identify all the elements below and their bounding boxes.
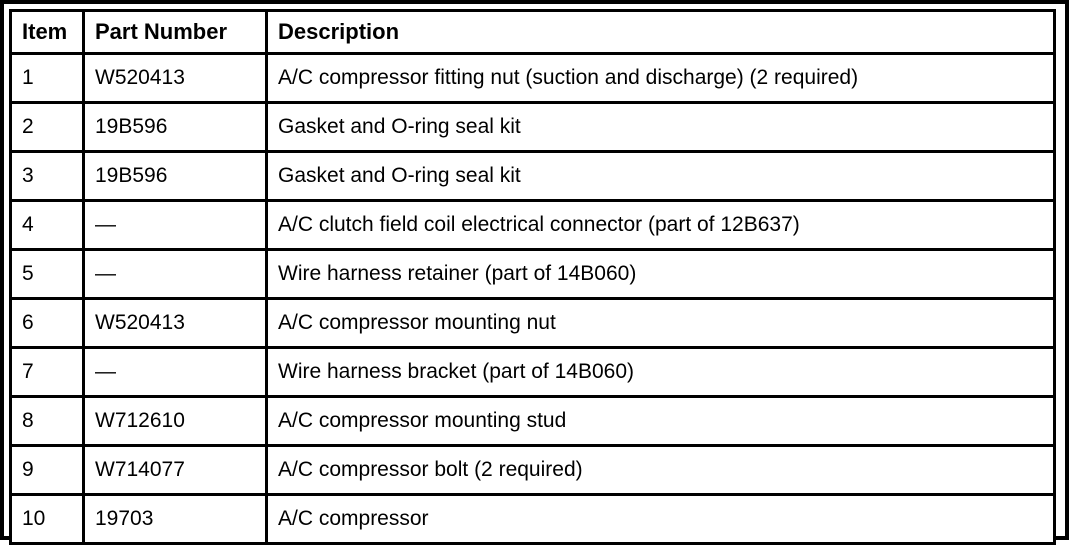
part-number-cell: — <box>82 346 268 398</box>
parts-table: Item Part Number Description 1 W520413 A… <box>9 9 1056 545</box>
description-cell: A/C clutch field coil electrical connect… <box>265 199 1056 251</box>
table-row: 1 W520413 A/C compressor fitting nut (su… <box>9 52 1056 104</box>
item-cell: 9 <box>9 444 85 496</box>
description-cell: A/C compressor mounting nut <box>265 297 1056 349</box>
part-number-cell: 19B596 <box>82 150 268 202</box>
table-header-row: Item Part Number Description <box>9 9 1056 55</box>
column-header-part-number: Part Number <box>82 9 268 55</box>
column-header-description: Description <box>265 9 1056 55</box>
table-row: 4 — A/C clutch field coil electrical con… <box>9 199 1056 251</box>
table-row: 6 W520413 A/C compressor mounting nut <box>9 297 1056 349</box>
description-cell: A/C compressor mounting stud <box>265 395 1056 447</box>
table-row: 10 19703 A/C compressor <box>9 493 1056 545</box>
description-cell: A/C compressor bolt (2 required) <box>265 444 1056 496</box>
part-number-cell: W520413 <box>82 297 268 349</box>
item-cell: 1 <box>9 52 85 104</box>
table-row: 2 19B596 Gasket and O-ring seal kit <box>9 101 1056 153</box>
part-number-cell: — <box>82 248 268 300</box>
table-row: 3 19B596 Gasket and O-ring seal kit <box>9 150 1056 202</box>
table-row: 8 W712610 A/C compressor mounting stud <box>9 395 1056 447</box>
description-cell: Gasket and O-ring seal kit <box>265 150 1056 202</box>
item-cell: 10 <box>9 493 85 545</box>
item-cell: 5 <box>9 248 85 300</box>
part-number-cell: 19703 <box>82 493 268 545</box>
column-header-item: Item <box>9 9 85 55</box>
description-cell: Gasket and O-ring seal kit <box>265 101 1056 153</box>
part-number-cell: W714077 <box>82 444 268 496</box>
table-row: 7 — Wire harness bracket (part of 14B060… <box>9 346 1056 398</box>
description-cell: A/C compressor <box>265 493 1056 545</box>
description-cell: Wire harness bracket (part of 14B060) <box>265 346 1056 398</box>
part-number-cell: W520413 <box>82 52 268 104</box>
part-number-cell: W712610 <box>82 395 268 447</box>
part-number-cell: 19B596 <box>82 101 268 153</box>
item-cell: 7 <box>9 346 85 398</box>
item-cell: 3 <box>9 150 85 202</box>
description-cell: A/C compressor fitting nut (suction and … <box>265 52 1056 104</box>
part-number-cell: — <box>82 199 268 251</box>
table-row: 9 W714077 A/C compressor bolt (2 require… <box>9 444 1056 496</box>
item-cell: 6 <box>9 297 85 349</box>
item-cell: 4 <box>9 199 85 251</box>
item-cell: 2 <box>9 101 85 153</box>
item-cell: 8 <box>9 395 85 447</box>
table-row: 5 — Wire harness retainer (part of 14B06… <box>9 248 1056 300</box>
description-cell: Wire harness retainer (part of 14B060) <box>265 248 1056 300</box>
